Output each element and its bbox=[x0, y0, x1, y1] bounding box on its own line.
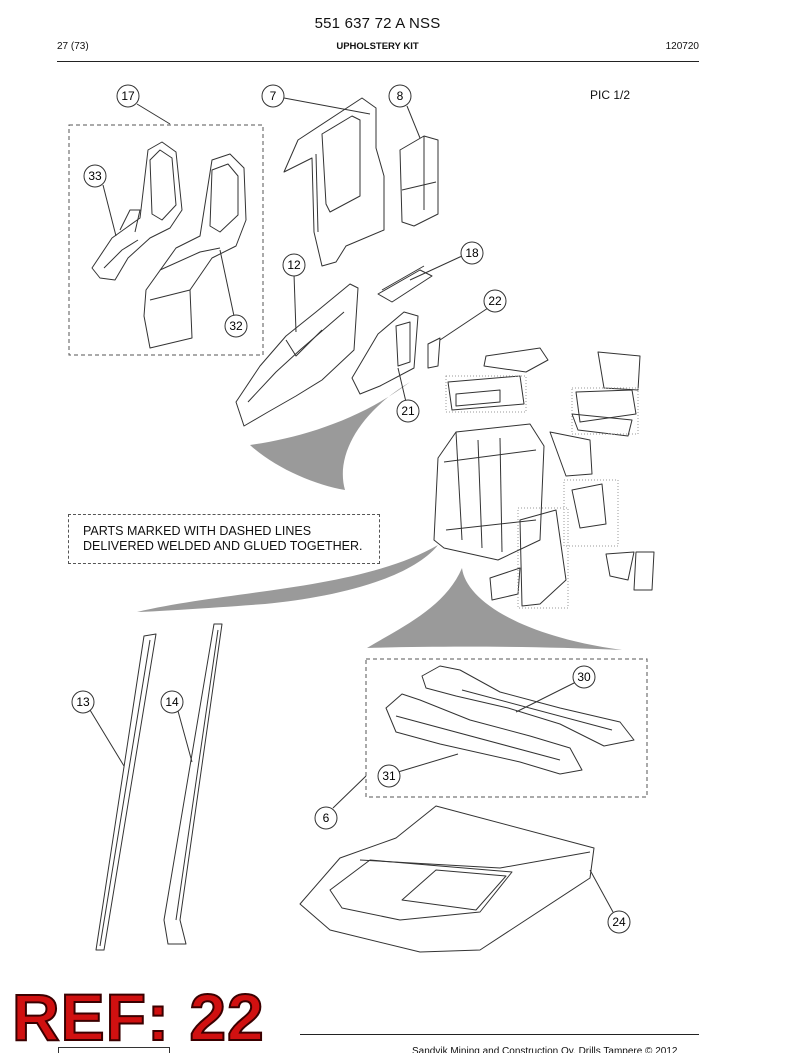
part-18-strip bbox=[377, 265, 433, 303]
callout-30: 30 bbox=[572, 665, 596, 689]
svg-text:30: 30 bbox=[577, 670, 591, 684]
svg-text:14: 14 bbox=[165, 695, 179, 709]
svg-text:22: 22 bbox=[488, 294, 502, 308]
note-line-1: PARTS MARKED WITH DASHED LINES bbox=[83, 524, 312, 538]
part-31-dashboard-bottom bbox=[385, 693, 583, 775]
footer-copyright: Sandvik Mining and Construction Oy, Dril… bbox=[412, 1046, 678, 1053]
part-32-seat-base bbox=[143, 153, 247, 349]
callout-6: 6 bbox=[314, 806, 338, 830]
svg-text:18: 18 bbox=[465, 246, 479, 260]
dotted-grouping-boxes bbox=[445, 375, 639, 609]
svg-text:17: 17 bbox=[121, 89, 135, 103]
part-14-long-strip bbox=[163, 623, 223, 945]
svg-text:7: 7 bbox=[270, 89, 277, 103]
leader-lines bbox=[89, 97, 614, 913]
parts-line-art bbox=[91, 97, 655, 953]
svg-text:24: 24 bbox=[612, 915, 626, 929]
shade-wedges bbox=[137, 382, 622, 650]
dashboard-assembly-box bbox=[365, 658, 648, 798]
part-7-rear-panel bbox=[283, 97, 385, 267]
footer-divider bbox=[300, 1034, 699, 1035]
svg-text:6: 6 bbox=[323, 811, 330, 825]
shade-wedge-upper bbox=[250, 382, 410, 490]
picture-label: PIC 1/2 bbox=[590, 88, 631, 102]
svg-text:12: 12 bbox=[287, 258, 301, 272]
date-code: 120720 bbox=[665, 41, 699, 52]
part-33-seat-back bbox=[91, 141, 183, 281]
callout-21: 21 bbox=[396, 399, 420, 423]
cab-small-parts bbox=[447, 347, 655, 607]
callout-14: 14 bbox=[160, 690, 184, 714]
svg-text:21: 21 bbox=[401, 404, 415, 418]
callout-18: 18 bbox=[460, 241, 484, 265]
page-indicator: 27 (73) bbox=[57, 41, 89, 52]
callout-12: 12 bbox=[282, 253, 306, 277]
callout-24: 24 bbox=[607, 910, 631, 934]
shade-wedge-middle bbox=[137, 545, 438, 612]
part-24-floor-mat bbox=[299, 805, 595, 953]
part-13-long-strip bbox=[95, 633, 157, 951]
dashed-lines-note: PARTS MARKED WITH DASHED LINES DELIVERED… bbox=[68, 514, 380, 564]
brand-logo-icon bbox=[58, 1047, 170, 1053]
svg-text:31: 31 bbox=[382, 769, 396, 783]
part-21-side-trim bbox=[351, 311, 419, 395]
svg-text:13: 13 bbox=[76, 695, 90, 709]
callout-32: 32 bbox=[224, 314, 248, 338]
header-divider bbox=[57, 61, 699, 62]
shade-wedge-lower bbox=[367, 568, 622, 650]
svg-text:32: 32 bbox=[229, 319, 243, 333]
callout-13: 13 bbox=[71, 690, 95, 714]
dashed-assembly-boxes bbox=[68, 124, 648, 798]
section-title: UPHOLSTERY KIT bbox=[336, 41, 419, 52]
svg-text:8: 8 bbox=[397, 89, 404, 103]
part-12-side-panel bbox=[235, 283, 359, 427]
ref-stamp: REF: 22 bbox=[11, 980, 265, 1054]
callout-31: 31 bbox=[377, 764, 401, 788]
part-30-dashboard-top bbox=[421, 665, 635, 747]
note-line-2: DELIVERED WELDED AND GLUED TOGETHER. bbox=[83, 539, 363, 553]
callout-17: 17 bbox=[116, 84, 140, 108]
part-8-cushion bbox=[399, 135, 439, 227]
callout-8: 8 bbox=[388, 84, 412, 108]
svg-text:33: 33 bbox=[88, 169, 102, 183]
seat-assembly-box bbox=[68, 124, 264, 356]
callout-7: 7 bbox=[261, 84, 285, 108]
document-part-number: 551 637 72 A NSS bbox=[314, 15, 441, 32]
cab-frame bbox=[433, 423, 545, 561]
callout-22: 22 bbox=[483, 289, 507, 313]
callout-33: 33 bbox=[83, 164, 107, 188]
part-22-pad bbox=[427, 337, 441, 369]
callouts: 17 7 8 33 12 18 22 32 21 30 13 14 31 6 2… bbox=[71, 84, 631, 934]
